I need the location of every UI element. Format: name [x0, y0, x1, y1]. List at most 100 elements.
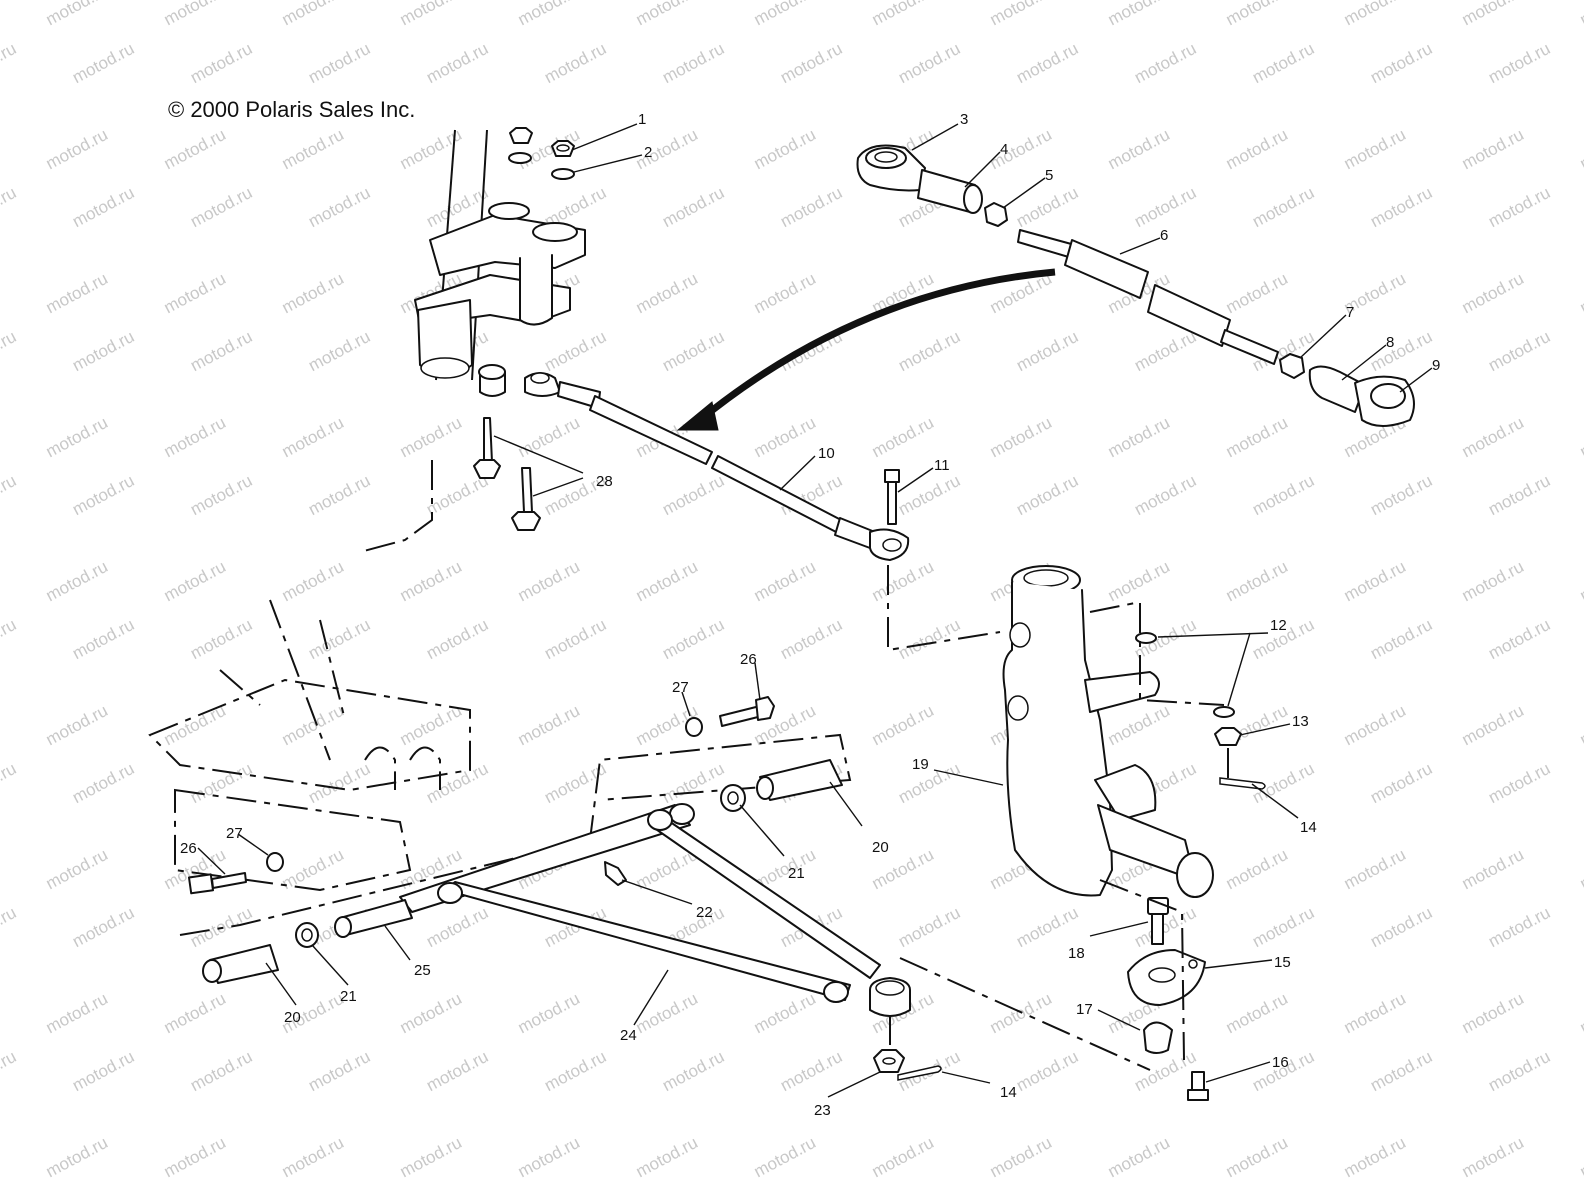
watermark-text: motod.ru — [1577, 701, 1584, 749]
callout-14-lower: 14 — [1000, 1084, 1017, 1101]
watermark-text: motod.ru — [1577, 989, 1584, 1037]
cotter-pin-14 — [897, 777, 1266, 1081]
watermark-text: motod.ru — [777, 1047, 845, 1095]
watermark-text: motod.ru — [1013, 327, 1081, 375]
watermark-text: motod.ru — [987, 413, 1055, 461]
watermark-text: motod.ru — [1013, 183, 1081, 231]
watermark-text: motod.ru — [305, 1047, 373, 1095]
watermark-text: motod.ru — [305, 183, 373, 231]
watermark-text: motod.ru — [1367, 615, 1435, 663]
callout-13: 13 — [1292, 713, 1309, 730]
washer-27-lower — [266, 852, 284, 872]
callout-10: 10 — [818, 445, 835, 462]
watermark-text: motod.ru — [1367, 471, 1435, 519]
watermark-text: motod.ru — [1367, 759, 1435, 807]
watermark-text: motod.ru — [69, 1047, 137, 1095]
watermark-text: motod.ru — [1367, 1047, 1435, 1095]
watermark-text: motod.ru — [279, 125, 347, 173]
watermark-text: motod.ru — [0, 183, 19, 231]
watermark-text: motod.ru — [187, 1047, 255, 1095]
watermark-text: motod.ru — [1341, 1133, 1409, 1181]
watermark-text: motod.ru — [1577, 0, 1584, 29]
watermark-text: motod.ru — [1131, 1047, 1199, 1095]
watermark-text: motod.ru — [1577, 413, 1584, 461]
watermark-text: motod.ru — [1131, 327, 1199, 375]
callout-labels: 1 2 3 4 5 6 7 8 9 10 11 12 13 14 14 15 1… — [180, 111, 1440, 1119]
washer-12 — [1135, 632, 1235, 718]
watermark-text: motod.ru — [69, 39, 137, 87]
watermark-text: motod.ru — [279, 701, 347, 749]
grease-fitting-22 — [604, 861, 627, 886]
watermark-text: motod.ru — [515, 1133, 583, 1181]
watermark-text: motod.ru — [43, 557, 111, 605]
watermark-text: motod.ru — [1341, 0, 1409, 29]
watermark-text: motod.ru — [987, 0, 1055, 29]
plate-15 — [1127, 949, 1206, 1006]
watermark-text: motod.ru — [1367, 183, 1435, 231]
watermark-text: motod.ru — [305, 327, 373, 375]
watermark-text: motod.ru — [0, 39, 19, 87]
watermark-text: motod.ru — [541, 39, 609, 87]
callout-27-lower: 27 — [226, 825, 243, 842]
watermark-text: motod.ru — [869, 269, 937, 317]
watermark-text: motod.ru — [161, 1133, 229, 1181]
a-arm-24 — [399, 803, 911, 1017]
watermark-text: motod.ru — [161, 0, 229, 29]
watermark-text: motod.ru — [1485, 615, 1553, 663]
watermark-text: motod.ru — [1223, 845, 1291, 893]
watermark-text: motod.ru — [161, 413, 229, 461]
watermark-text: motod.ru — [423, 1047, 491, 1095]
watermark-text: motod.ru — [869, 1133, 937, 1181]
watermark-text: motod.ru — [895, 615, 963, 663]
callout-20-lower: 20 — [284, 1009, 301, 1026]
callout-3: 3 — [960, 111, 968, 128]
watermark-text: motod.ru — [751, 989, 819, 1037]
bolt-26-lower — [187, 872, 247, 895]
watermark-text: motod.ru — [1485, 903, 1553, 951]
watermark-text: motod.ru — [43, 125, 111, 173]
callout-19: 19 — [912, 756, 929, 773]
watermark-text: motod.ru — [423, 615, 491, 663]
watermark-text: motod.ru — [515, 701, 583, 749]
watermark-text: motod.ru — [895, 759, 963, 807]
watermark-text: motod.ru — [1459, 269, 1527, 317]
callout-17: 17 — [1076, 1001, 1093, 1018]
callout-25: 25 — [414, 962, 431, 979]
watermark-text: motod.ru — [869, 413, 937, 461]
bolt-16 — [1187, 1071, 1209, 1101]
watermark-text: motod.ru — [1223, 125, 1291, 173]
watermark-text: motod.ru — [1577, 557, 1584, 605]
watermark-text: motod.ru — [1249, 471, 1317, 519]
callout-28: 28 — [596, 473, 613, 490]
watermark-text: motod.ru — [279, 557, 347, 605]
watermark-text: motod.ru — [1485, 183, 1553, 231]
bolts-28 — [473, 417, 541, 531]
watermark-text: motod.ru — [279, 413, 347, 461]
watermark-text: motod.ru — [279, 1133, 347, 1181]
watermark-text: motod.ru — [279, 269, 347, 317]
watermark-text: motod.ru — [1485, 1047, 1553, 1095]
bushing-25 — [334, 899, 413, 938]
callout-26-upper: 26 — [740, 651, 757, 668]
nut-13 — [1214, 727, 1242, 746]
watermark-text: motod.ru — [659, 183, 727, 231]
watermark-text: motod.ru — [1105, 0, 1173, 29]
watermark-text: motod.ru — [987, 1133, 1055, 1181]
callout-2: 2 — [644, 144, 652, 161]
jam-nut-5 — [984, 202, 1008, 227]
bushing-20-lower — [202, 944, 279, 984]
watermark-text: motod.ru — [869, 557, 937, 605]
watermark-text: motod.ru — [1485, 327, 1553, 375]
callout-20-upper: 20 — [872, 839, 889, 856]
watermark-text: motod.ru — [423, 39, 491, 87]
jam-sleeve-4 — [917, 169, 983, 214]
copyright-text: © 2000 Polaris Sales Inc. — [168, 97, 415, 122]
tie-rod-end-3 — [856, 144, 926, 192]
watermark-text: motod.ru — [1459, 413, 1527, 461]
watermark-text: motod.ru — [1459, 845, 1527, 893]
watermark-text: motod.ru — [161, 989, 229, 1037]
watermark-text: motod.ru — [0, 471, 19, 519]
watermark-text: motod.ru — [751, 557, 819, 605]
watermark-text: motod.ru — [633, 557, 701, 605]
watermark-text: motod.ru — [1105, 413, 1173, 461]
